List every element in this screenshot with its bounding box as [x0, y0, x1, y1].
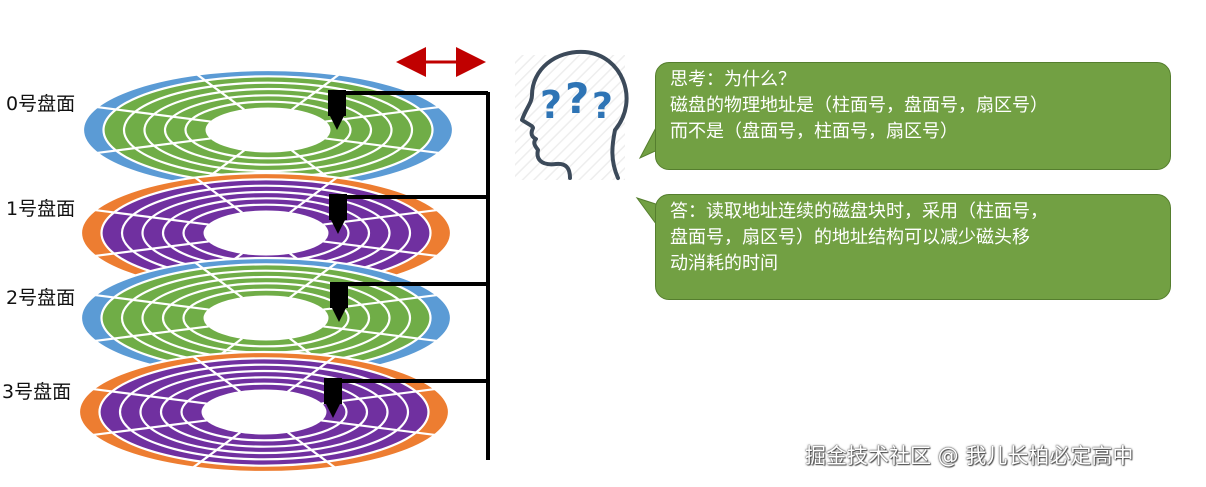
svg-text:?: ? [540, 83, 562, 127]
spindle-hole [201, 389, 327, 435]
sector-divider [94, 293, 209, 311]
sector-divider [94, 240, 209, 258]
platter-1 [79, 171, 453, 295]
platter-label-2: 2号盘面 [6, 287, 76, 309]
sector-divider [321, 419, 436, 437]
sector-divider [289, 261, 338, 299]
sector-divider [192, 431, 241, 469]
question-line-3: 而不是（盘面号，柱面号，扇区号） [670, 121, 958, 142]
sector-divider [289, 176, 338, 214]
svg-text:?: ? [592, 86, 613, 127]
sector-divider [192, 355, 241, 393]
read-write-head-0 [328, 90, 488, 130]
read-write-head-2 [330, 282, 488, 322]
answer-line-1: 答：读取地址连续的磁盘块时，采用（柱面号， [670, 201, 1048, 222]
platter-0 [81, 68, 455, 192]
question-line-2: 磁盘的物理地址是（柱面号，盘面号，扇区号） [670, 95, 1048, 116]
sector-divider [325, 105, 440, 123]
platter-label-1: 1号盘面 [6, 198, 76, 220]
sector-divider [94, 325, 209, 343]
question-line-1: 思考：为什么？ [670, 69, 796, 90]
sector-divider [287, 431, 336, 469]
platter-label-3: 3号盘面 [2, 381, 72, 403]
sector-divider [194, 176, 243, 214]
sector-divider [196, 73, 245, 111]
platter-3 [77, 350, 451, 474]
svg-text:?: ? [565, 74, 589, 123]
read-write-head-1 [329, 194, 488, 234]
sector-divider [92, 387, 207, 405]
sector-divider [287, 355, 336, 393]
question-bubble: 思考：为什么？ 磁盘的物理地址是（柱面号，盘面号，扇区号） 而不是（盘面号，柱面… [655, 62, 1171, 170]
sector-divider [96, 105, 211, 123]
answer-line-3: 动消耗的时间 [670, 253, 778, 274]
read-write-head-3 [324, 378, 488, 418]
sector-divider [325, 137, 440, 155]
watermark: 掘金技术社区 @ 我儿长柏必定高中 [805, 444, 1134, 468]
spindle-hole [203, 210, 329, 256]
sector-divider [194, 261, 243, 299]
platter-label-0: 0号盘面 [6, 93, 76, 115]
sector-divider [96, 137, 211, 155]
sector-divider [94, 208, 209, 226]
sector-divider [323, 240, 438, 258]
spindle-hole [205, 107, 331, 153]
spindle-hole [203, 295, 329, 341]
sector-divider [92, 419, 207, 437]
answer-bubble: 答：读取地址连续的磁盘块时，采用（柱面号， 盘面号，扇区号）的地址结构可以减少磁… [655, 194, 1171, 300]
thinking-head-icon: ? ? ? [515, 49, 629, 180]
sector-divider [291, 73, 340, 111]
answer-line-2: 盘面号，扇区号）的地址结构可以减少磁头移 [670, 227, 1030, 248]
sector-divider [323, 325, 438, 343]
